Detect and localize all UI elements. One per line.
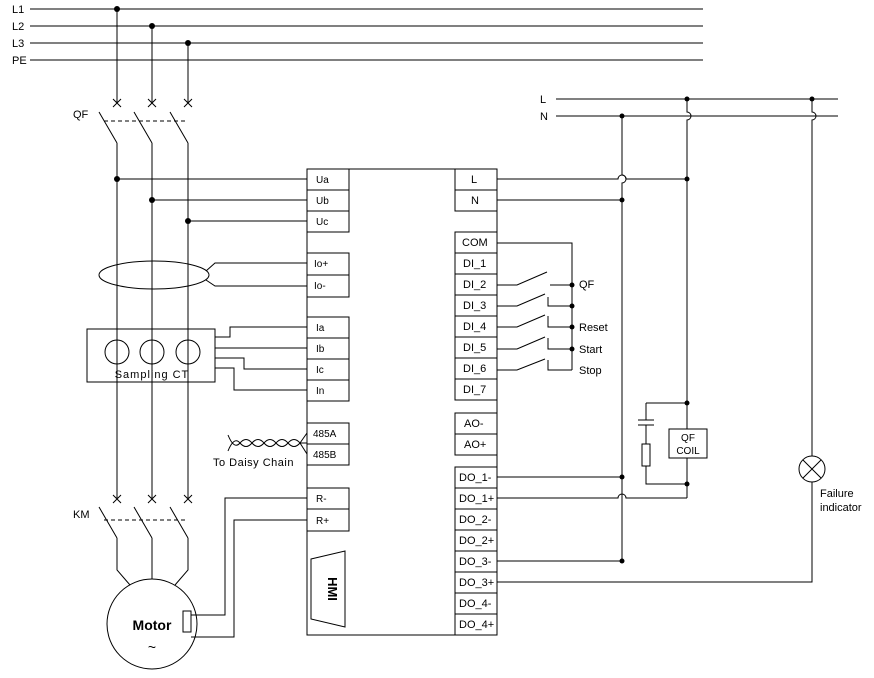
motor-label: Motor [133, 617, 172, 633]
bus-label-l3: L3 [12, 38, 24, 50]
lamp-label-line1: Failure [820, 488, 854, 500]
terminal-di5: DI_5 [463, 342, 486, 354]
protection-relay: Ua Ub Uc Io+ Io- Ia Ib Ic In 485A 485B R… [306, 168, 498, 636]
qf-label: QF [73, 109, 89, 121]
terminal-do2-minus: DO_2- [459, 514, 492, 526]
terminal-in: In [316, 386, 324, 397]
terminal-do3-minus: DO_3- [459, 556, 492, 568]
input-label-stop: Stop [579, 365, 602, 377]
input-label-reset: Reset [579, 322, 608, 334]
terminal-ia: Ia [316, 323, 325, 334]
supply-label-n: N [540, 111, 548, 123]
terminal-do1-minus: DO_1- [459, 472, 492, 484]
terminal-com: COM [462, 237, 488, 249]
terminal-uc: Uc [316, 217, 328, 228]
terminal-r-minus: R- [316, 494, 327, 505]
terminal-di1: DI_1 [463, 258, 486, 270]
bus-label-pe: PE [12, 55, 27, 67]
terminal-do4-plus: DO_4+ [459, 619, 494, 631]
terminal-485b: 485B [313, 450, 337, 461]
daisy-chain: To Daisy Chain [213, 432, 308, 469]
terminal-ao-plus: AO+ [464, 439, 486, 451]
lamp-label-line2: indicator [820, 502, 862, 514]
failure-indicator: Failure indicator [497, 455, 862, 583]
km-contactor: KM [73, 494, 193, 586]
sampling-ct-label: Sampling CT [115, 369, 190, 381]
digital-input-switches: QF Reset Start Stop [497, 242, 608, 377]
terminal-ao-minus: AO- [464, 418, 484, 430]
hmi-connector: HMI [310, 550, 346, 628]
terminal-do4-minus: DO_4- [459, 598, 492, 610]
right-terminal-block: L N COM DI_1 DI_2 DI_3 DI_4 DI_5 DI_6 DI… [454, 168, 498, 636]
terminal-di7: DI_7 [463, 384, 486, 396]
ln-supply: L N [497, 94, 838, 561]
voltage-taps [114, 176, 307, 224]
motor-symbol: ~ [148, 639, 156, 655]
terminal-ib: Ib [316, 344, 325, 355]
terminal-l: L [471, 174, 477, 186]
bus-label-l2: L2 [12, 21, 24, 33]
terminal-di6: DI_6 [463, 363, 486, 375]
coil-label-line2: COIL [676, 446, 700, 457]
terminal-io-minus: Io- [314, 281, 326, 292]
left-terminal-block: Ua Ub Uc Io+ Io- Ia Ib Ic In 485A 485B R… [306, 168, 350, 532]
qf-coil [668, 428, 708, 459]
sampling-ct: Sampling CT [86, 326, 307, 391]
terminal-ua: Ua [316, 175, 329, 186]
terminal-do2-plus: DO_2+ [459, 535, 494, 547]
terminal-do3-plus: DO_3+ [459, 577, 494, 589]
terminal-di3: DI_3 [463, 300, 486, 312]
terminal-ub: Ub [316, 196, 329, 207]
thermistor [182, 610, 192, 633]
qf-coil-circuit: QF COIL [497, 400, 708, 499]
terminal-io-plus: Io+ [314, 259, 328, 270]
zero-sequence-ct [98, 260, 307, 290]
hmi-label: HMI [325, 577, 340, 601]
bus-label-l1: L1 [12, 4, 24, 16]
terminal-do1-plus: DO_1+ [459, 493, 494, 505]
terminal-r-plus: R+ [316, 516, 329, 527]
input-label-qf: QF [579, 279, 595, 291]
input-label-start: Start [579, 344, 602, 356]
daisy-chain-label: To Daisy Chain [213, 457, 294, 469]
coil-label-line1: QF [681, 433, 695, 444]
km-label: KM [73, 509, 90, 521]
three-phase-bus: L1 L2 L3 PE [12, 4, 703, 67]
qf-breaker: QF [73, 9, 193, 498]
motor: Motor ~ [106, 497, 307, 670]
terminal-n: N [471, 195, 479, 207]
terminal-ic: Ic [316, 365, 324, 376]
terminal-di4: DI_4 [463, 321, 486, 333]
supply-label-l: L [540, 94, 546, 106]
terminal-di2: DI_2 [463, 279, 486, 291]
terminal-485a: 485A [313, 429, 337, 440]
